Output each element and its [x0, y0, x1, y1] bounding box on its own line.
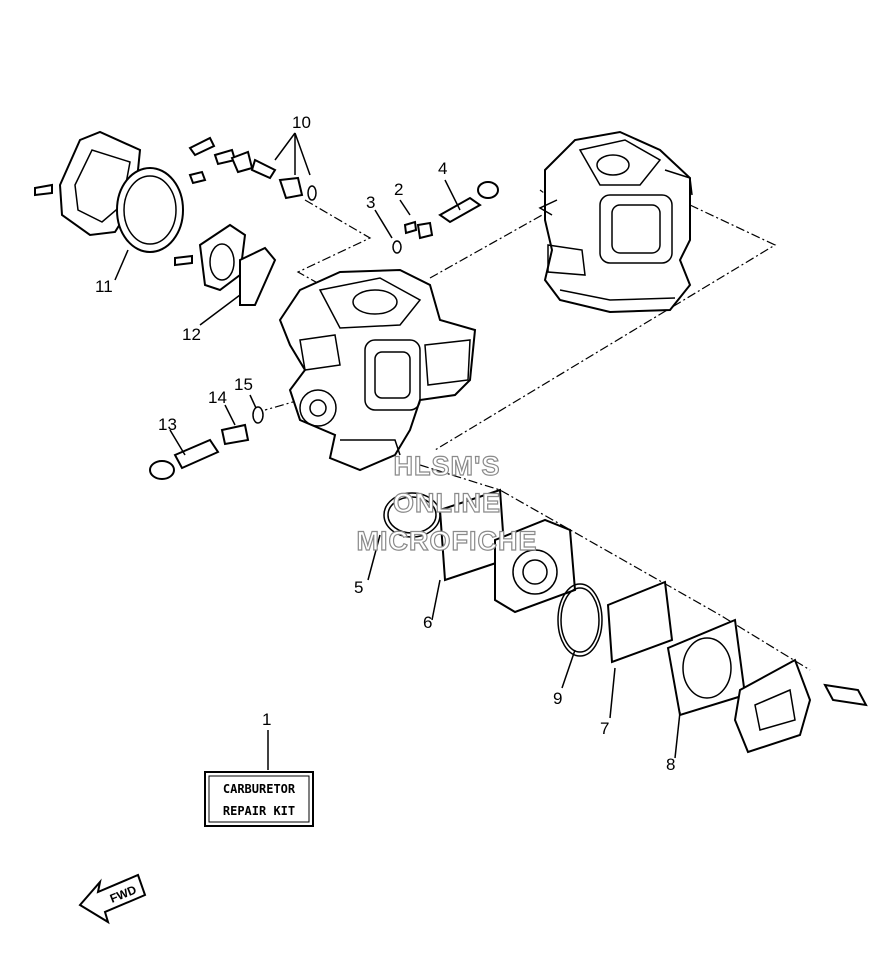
callout-15: 15 — [234, 375, 253, 394]
callout-2: 2 — [394, 180, 403, 199]
mixture-screw-group — [149, 406, 264, 480]
carburetor-body-rear — [538, 130, 693, 314]
jet-and-screw-group — [392, 181, 499, 254]
callout-10: 10 — [292, 113, 311, 132]
diaphragm-cover-group — [34, 130, 277, 306]
callout-13: 13 — [158, 415, 177, 434]
watermark-line3: MICROFICHE — [357, 526, 538, 556]
callout-1: 1 — [262, 710, 271, 729]
callout-7: 7 — [600, 719, 609, 738]
repair-kit-box: CARBURETOR REPAIR KIT — [204, 771, 314, 827]
callout-11: 11 — [95, 277, 113, 296]
callout-12: 12 — [182, 325, 201, 344]
callout-14: 14 — [208, 388, 227, 407]
callout-8: 8 — [666, 755, 675, 774]
kit-label-line1: CARBURETOR — [223, 782, 296, 796]
callout-5: 5 — [354, 578, 363, 597]
watermark-line1: HLSM'S — [394, 451, 501, 481]
fwd-arrow: FWD — [78, 873, 147, 925]
callout-3: 3 — [366, 193, 375, 212]
fuel-pump-stack — [383, 488, 868, 754]
screw-group-10 — [188, 136, 317, 201]
watermark: HLSM'S ONLINE MICROFICHE — [356, 450, 538, 556]
carburetor-body-front — [278, 268, 477, 472]
watermark-line2: ONLINE — [393, 488, 501, 518]
callout-4: 4 — [438, 159, 447, 178]
leader-lines — [114, 132, 681, 770]
callout-numbers: 1 2 3 4 5 6 7 8 9 10 11 12 13 14 15 — [95, 113, 675, 774]
kit-label-line2: REPAIR KIT — [223, 804, 295, 818]
callout-6: 6 — [423, 613, 432, 632]
callout-9: 9 — [553, 689, 562, 708]
